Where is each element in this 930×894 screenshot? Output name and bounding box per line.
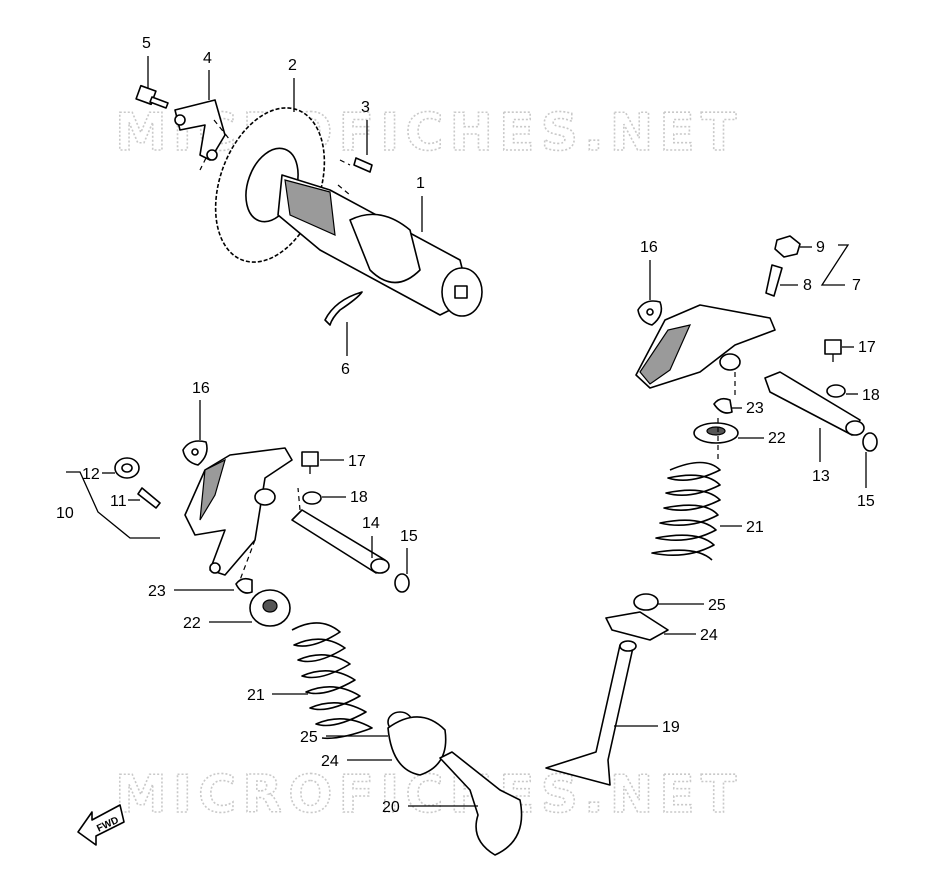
callout-4: 4 xyxy=(203,50,212,67)
callout-23-left: 23 xyxy=(148,583,166,600)
callout-22-right: 22 xyxy=(768,430,786,447)
rocker-shaft-14 xyxy=(291,509,390,574)
washer-18-right xyxy=(826,384,846,398)
adjuster-8 xyxy=(765,264,783,297)
callout-15-left: 15 xyxy=(400,528,418,545)
callout-12: 12 xyxy=(82,466,100,483)
washer-18-left xyxy=(302,491,322,505)
retainer-22-left xyxy=(249,589,291,627)
cotter-25-right xyxy=(633,593,659,611)
spring-21-right xyxy=(651,461,721,561)
callout-23-right: 23 xyxy=(746,400,764,417)
callout-17-left: 17 xyxy=(348,453,366,470)
callout-15-right: 15 xyxy=(857,493,875,510)
callout-21-right: 21 xyxy=(746,519,764,536)
callout-24-left: 24 xyxy=(321,753,339,770)
callout-1: 1 xyxy=(416,175,425,192)
callout-21-left: 21 xyxy=(247,687,265,704)
callout-18-left: 18 xyxy=(350,489,368,506)
watermark-bottom: MICROFICHES.NET xyxy=(115,765,742,825)
callout-25-right: 25 xyxy=(708,597,726,614)
valve-20 xyxy=(439,751,523,856)
circlip-15-left xyxy=(394,573,410,593)
rocker-arm-right xyxy=(635,304,776,389)
callout-7: 7 xyxy=(852,277,861,294)
bolt-17-right xyxy=(824,339,842,362)
callout-16-left: 16 xyxy=(192,380,210,397)
callout-3: 3 xyxy=(361,99,370,116)
cotter-23-left xyxy=(235,577,253,594)
fwd-arrow-icon: FWD xyxy=(77,804,125,846)
retainer-22-right xyxy=(693,422,739,444)
cam-plate xyxy=(174,99,226,161)
valve-19 xyxy=(545,640,637,786)
callout-10: 10 xyxy=(56,505,74,522)
callout-25-left: 25 xyxy=(300,729,318,746)
callout-18-right: 18 xyxy=(862,387,880,404)
rocker-shaft-13 xyxy=(764,371,865,436)
gasket-16-right xyxy=(637,300,663,326)
seat-24-right xyxy=(605,611,669,641)
nut-12 xyxy=(114,457,140,479)
cotter-23-right xyxy=(713,397,733,414)
callout-19: 19 xyxy=(662,719,680,736)
callout-20: 20 xyxy=(382,799,400,816)
callout-9: 9 xyxy=(816,239,825,256)
callout-16-right: 16 xyxy=(640,239,658,256)
callout-14: 14 xyxy=(362,515,380,532)
circlip-6 xyxy=(324,291,363,326)
callout-11: 11 xyxy=(110,493,127,510)
spring-21-left xyxy=(291,622,373,740)
callout-5: 5 xyxy=(142,35,151,52)
bolt-5 xyxy=(135,84,169,109)
callout-22-left: 22 xyxy=(183,615,201,632)
callout-13: 13 xyxy=(812,468,830,485)
dowel-pin-3 xyxy=(353,157,373,173)
callout-17-right: 17 xyxy=(858,339,876,356)
callout-2: 2 xyxy=(288,57,297,74)
callout-24-right: 24 xyxy=(700,627,718,644)
adjuster-11 xyxy=(137,487,161,509)
gasket-16-left xyxy=(182,440,208,466)
circlip-15-right xyxy=(862,432,878,452)
camshaft xyxy=(277,174,483,317)
nut-9 xyxy=(774,235,801,258)
rocker-arm-left xyxy=(184,447,293,576)
callout-8: 8 xyxy=(803,277,812,294)
bolt-17-left xyxy=(301,451,319,474)
callout-6: 6 xyxy=(341,361,350,378)
